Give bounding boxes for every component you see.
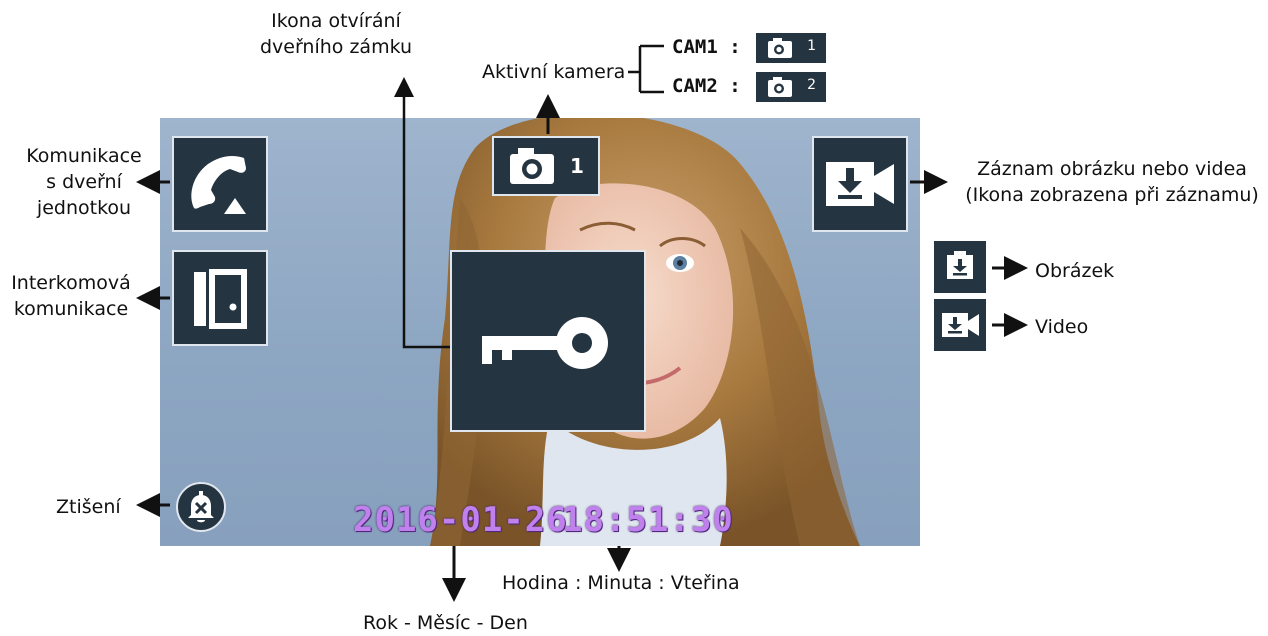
- cam2-code: CAM2 :: [672, 75, 741, 97]
- record-picture-badge: [934, 241, 986, 293]
- label-lock-icon: Ikona otvírání dveřního zámku: [246, 8, 426, 60]
- label-record-line1: Záznam obrázku nebo videa: [977, 158, 1247, 180]
- label-record: Záznam obrázku nebo videa (Ikona zobraze…: [956, 156, 1268, 208]
- date-display: 2016-01-26: [353, 500, 568, 540]
- active-camera-indicator: 1: [492, 136, 600, 196]
- label-door-communication-line1: Komunikace: [26, 145, 142, 167]
- camera-icon: [768, 77, 792, 97]
- unlock-door-button[interactable]: [450, 250, 646, 432]
- mute-bell-icon: [188, 491, 214, 523]
- label-lock-icon-line1: Ikona otvírání: [271, 10, 401, 32]
- cam2-badge: 2: [756, 72, 826, 102]
- record-video-icon: [942, 313, 979, 337]
- cam2-number: 2: [807, 77, 816, 93]
- handset-icon: [191, 156, 246, 214]
- label-date-format: Rok - Měsíc - Den: [363, 612, 528, 634]
- record-video-icon: [826, 162, 894, 206]
- label-active-camera: Aktivní kamera: [482, 61, 626, 83]
- record-video-badge: [934, 299, 986, 351]
- record-indicator: [812, 136, 908, 232]
- label-intercom: Interkomová komunikace: [6, 270, 136, 322]
- label-intercom-line2: komunikace: [13, 298, 129, 320]
- camera-icon: [510, 148, 554, 184]
- lock-connector-line: [394, 77, 450, 349]
- label-door-communication-line2: s dveřní: [46, 171, 122, 193]
- mute-button[interactable]: [176, 482, 226, 532]
- label-record-line2: (Ikona zobrazena při záznamu): [965, 184, 1259, 206]
- intercom-button[interactable]: [172, 250, 268, 346]
- camera-bracket: [628, 44, 664, 94]
- monitor-screen: 1 2016-01-26 18:51:30: [160, 118, 920, 546]
- cam1-code: CAM1 :: [672, 36, 741, 58]
- cam1-number: 1: [807, 38, 816, 54]
- label-mute: Ztišení: [56, 496, 121, 518]
- label-lock-icon-line2: dveřního zámku: [259, 36, 413, 58]
- door-communication-button[interactable]: [172, 136, 268, 232]
- cam1-badge: 1: [756, 33, 826, 63]
- label-door-communication-line3: jednotkou: [36, 197, 132, 219]
- label-picture: Obrázek: [1035, 260, 1115, 282]
- active-camera-number: 1: [570, 154, 584, 178]
- label-door-communication: Komunikace s dveřní jednotkou: [16, 143, 152, 221]
- camera-icon: [768, 38, 792, 58]
- intercom-door-icon: [194, 269, 247, 329]
- record-picture-icon: [947, 251, 973, 279]
- label-video: Video: [1035, 316, 1089, 338]
- label-time-format: Hodina : Minuta : Vteřina: [502, 572, 740, 594]
- label-intercom-line1: Interkomová: [11, 272, 131, 294]
- time-display: 18:51:30: [562, 500, 734, 540]
- key-icon: [482, 317, 608, 369]
